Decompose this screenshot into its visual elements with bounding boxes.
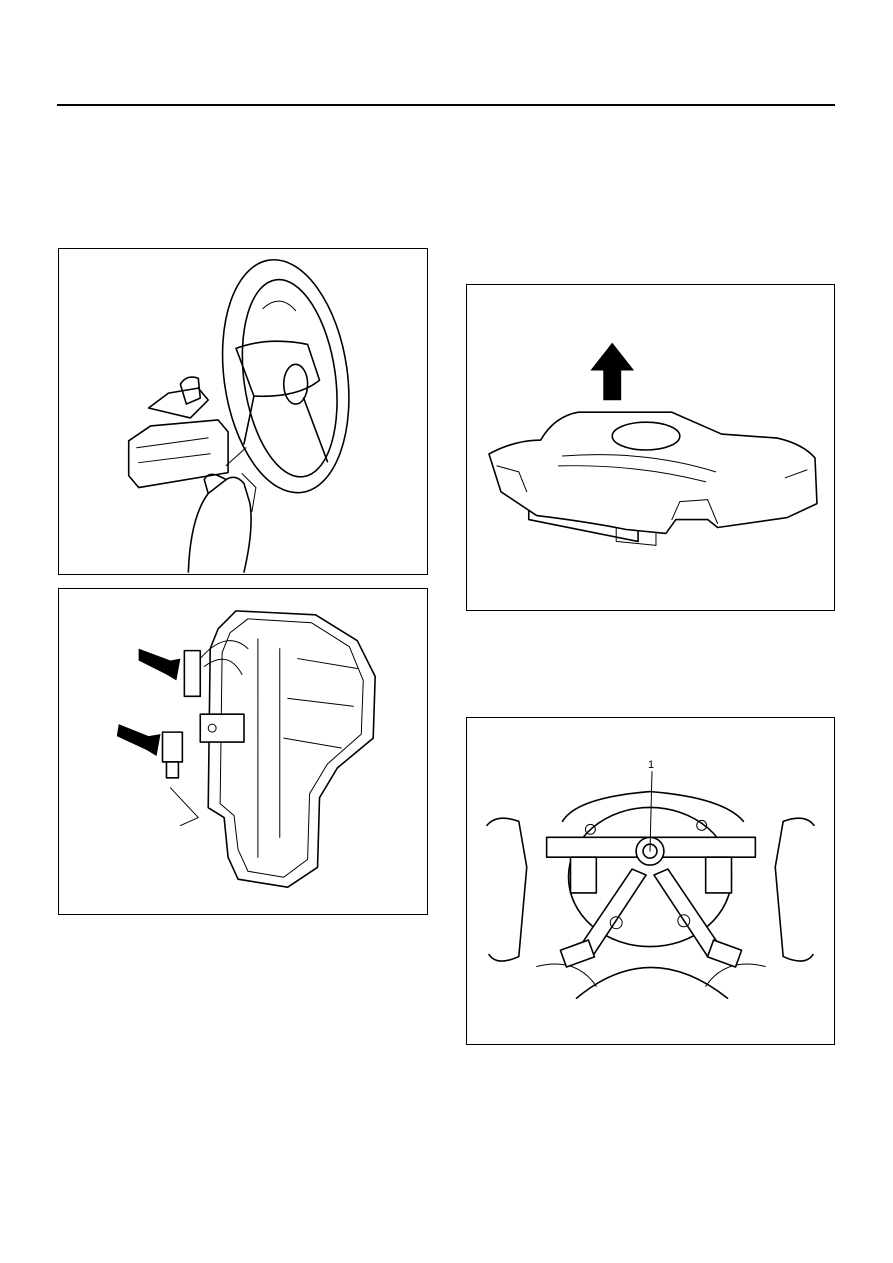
figure-steering-wheel-removal (58, 248, 428, 575)
callout-label-1: 1 (648, 759, 655, 771)
steering-wheel-rear-illustration (486, 771, 815, 1000)
header-rule (57, 104, 835, 106)
figure-airbag-connectors (58, 588, 428, 915)
steering-wheel-illustration (127, 258, 350, 573)
airbag-cover-illustration (488, 342, 818, 546)
callout-leader (649, 771, 653, 852)
figure-steering-wheel-nut: 1 (466, 717, 835, 1045)
lift-arrow-icon (590, 342, 635, 401)
figure-airbag-lift (466, 284, 835, 611)
airbag-rear-illustration (116, 610, 376, 888)
